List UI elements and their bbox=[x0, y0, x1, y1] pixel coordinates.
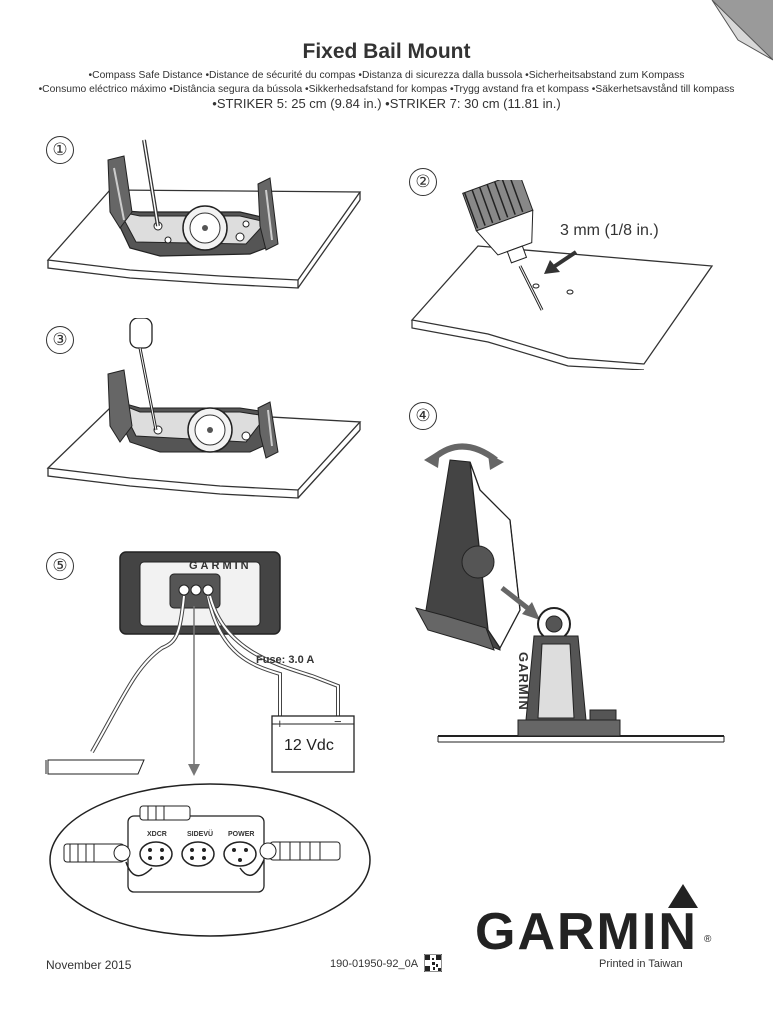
power-port-label: POWER bbox=[228, 831, 255, 838]
step-1-number: ① bbox=[46, 136, 74, 164]
step-2-number: ② bbox=[409, 168, 437, 196]
footer-printed: Printed in Taiwan bbox=[599, 958, 683, 970]
battery-minus-label: − bbox=[334, 714, 342, 729]
device-logo-text: GARMIN bbox=[189, 560, 252, 572]
battery-voltage-label: 12 Vdc bbox=[284, 737, 334, 754]
striker-distances: •STRIKER 5: 25 cm (9.84 in.) •STRIKER 7:… bbox=[212, 96, 561, 111]
step-5-illustration bbox=[45, 551, 355, 776]
registered-mark: ® bbox=[704, 934, 712, 945]
step-4-number: ④ bbox=[409, 402, 437, 430]
compass-safe-distance-line2: •Consumo eléctrico máximo •Distância seg… bbox=[38, 84, 735, 95]
compass-safe-distance-line1: •Compass Safe Distance •Distance de sécu… bbox=[88, 70, 685, 81]
step-2-illustration bbox=[410, 180, 714, 370]
bracket-logo-text: GARMIN bbox=[516, 652, 531, 711]
drill-size-label: 3 mm (1/8 in.) bbox=[560, 222, 659, 239]
page-curl-icon bbox=[711, 0, 773, 61]
qr-code-icon bbox=[424, 954, 442, 972]
step-3-number: ③ bbox=[46, 326, 74, 354]
footer-date: November 2015 bbox=[46, 958, 132, 972]
xdcr-port-label: XDCR bbox=[147, 831, 167, 838]
footer-part-number: 190-01950-92_0A bbox=[330, 958, 419, 970]
step-3-illustration bbox=[46, 318, 362, 499]
step-1-illustration bbox=[46, 139, 362, 289]
sidevu-port-label: SIDEVÜ bbox=[187, 831, 214, 838]
connector-detail bbox=[49, 783, 371, 937]
garmin-logo: GARMIN bbox=[475, 903, 698, 961]
step-5-number: ⑤ bbox=[46, 552, 74, 580]
fuse-label: Fuse: 3.0 A bbox=[256, 654, 315, 666]
garmin-triangle-icon bbox=[668, 884, 698, 908]
battery-plus-label: + bbox=[276, 716, 284, 731]
page-title: Fixed Bail Mount bbox=[302, 40, 471, 63]
step-4-illustration bbox=[415, 443, 725, 743]
